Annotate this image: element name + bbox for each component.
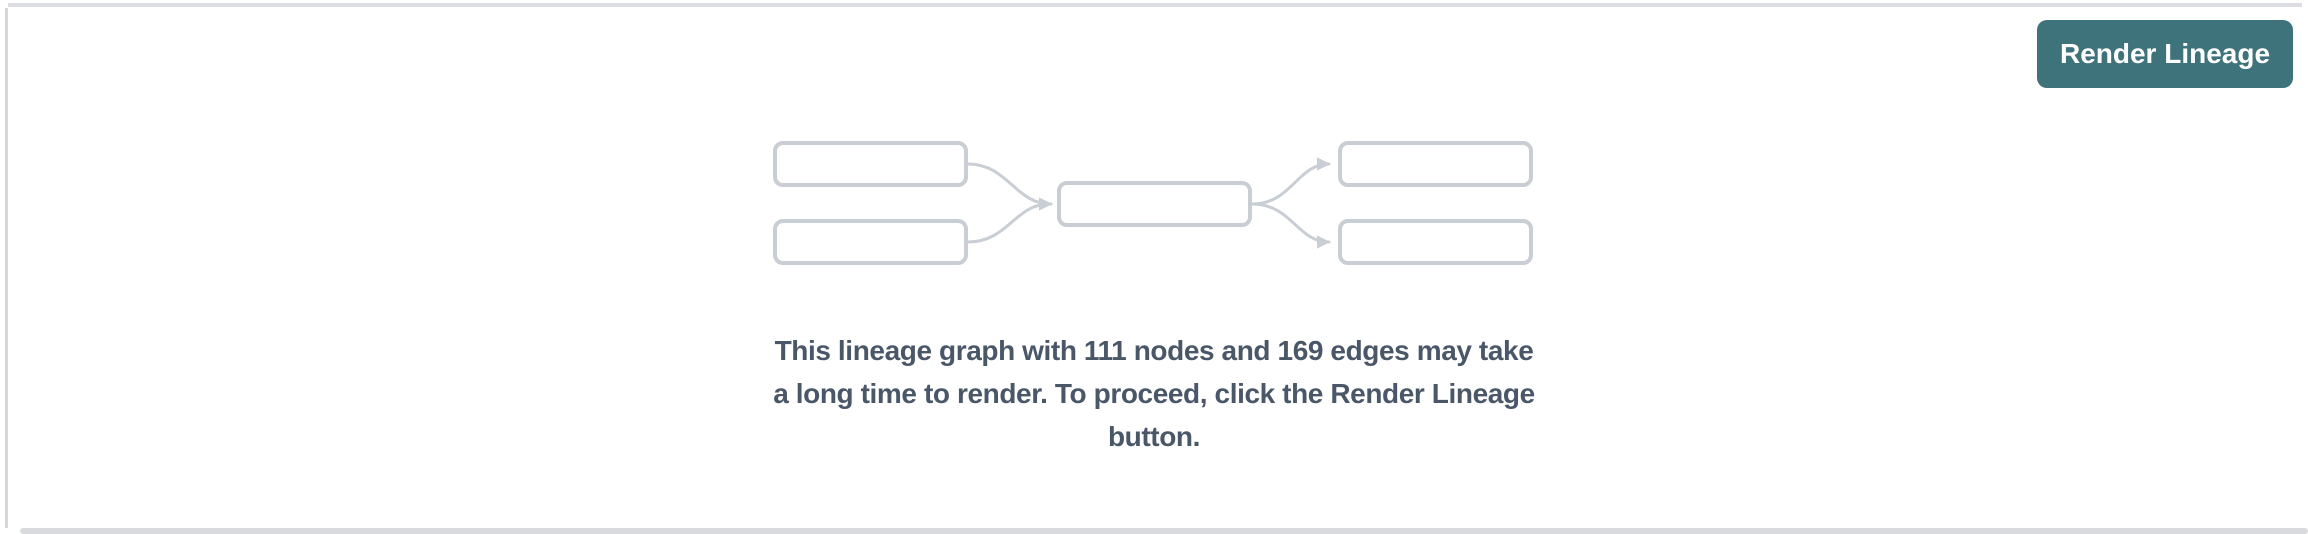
lineage-edges: [966, 157, 1331, 249]
placeholder-node: [1057, 181, 1252, 227]
lineage-placeholder-graph-icon: [765, 135, 1545, 275]
lineage-warning-line-3: button.: [1107, 421, 1201, 452]
placeholder-node: [1338, 219, 1533, 265]
placeholder-node: [773, 141, 968, 187]
horizontal-scrollbar[interactable]: [20, 528, 2308, 534]
placeholder-node: [1338, 141, 1533, 187]
top-divider: [8, 3, 2302, 7]
left-panel-divider: [5, 8, 8, 528]
lineage-warning-message: This lineage graph with 111 nodes and 16…: [0, 329, 2308, 458]
render-lineage-button[interactable]: Render Lineage: [2037, 20, 2293, 88]
lineage-warning-line-1: This lineage graph with 111 nodes and 16…: [774, 335, 1534, 366]
placeholder-node: [773, 219, 968, 265]
lineage-warning-line-2: a long time to render. To proceed, click…: [773, 378, 1535, 409]
